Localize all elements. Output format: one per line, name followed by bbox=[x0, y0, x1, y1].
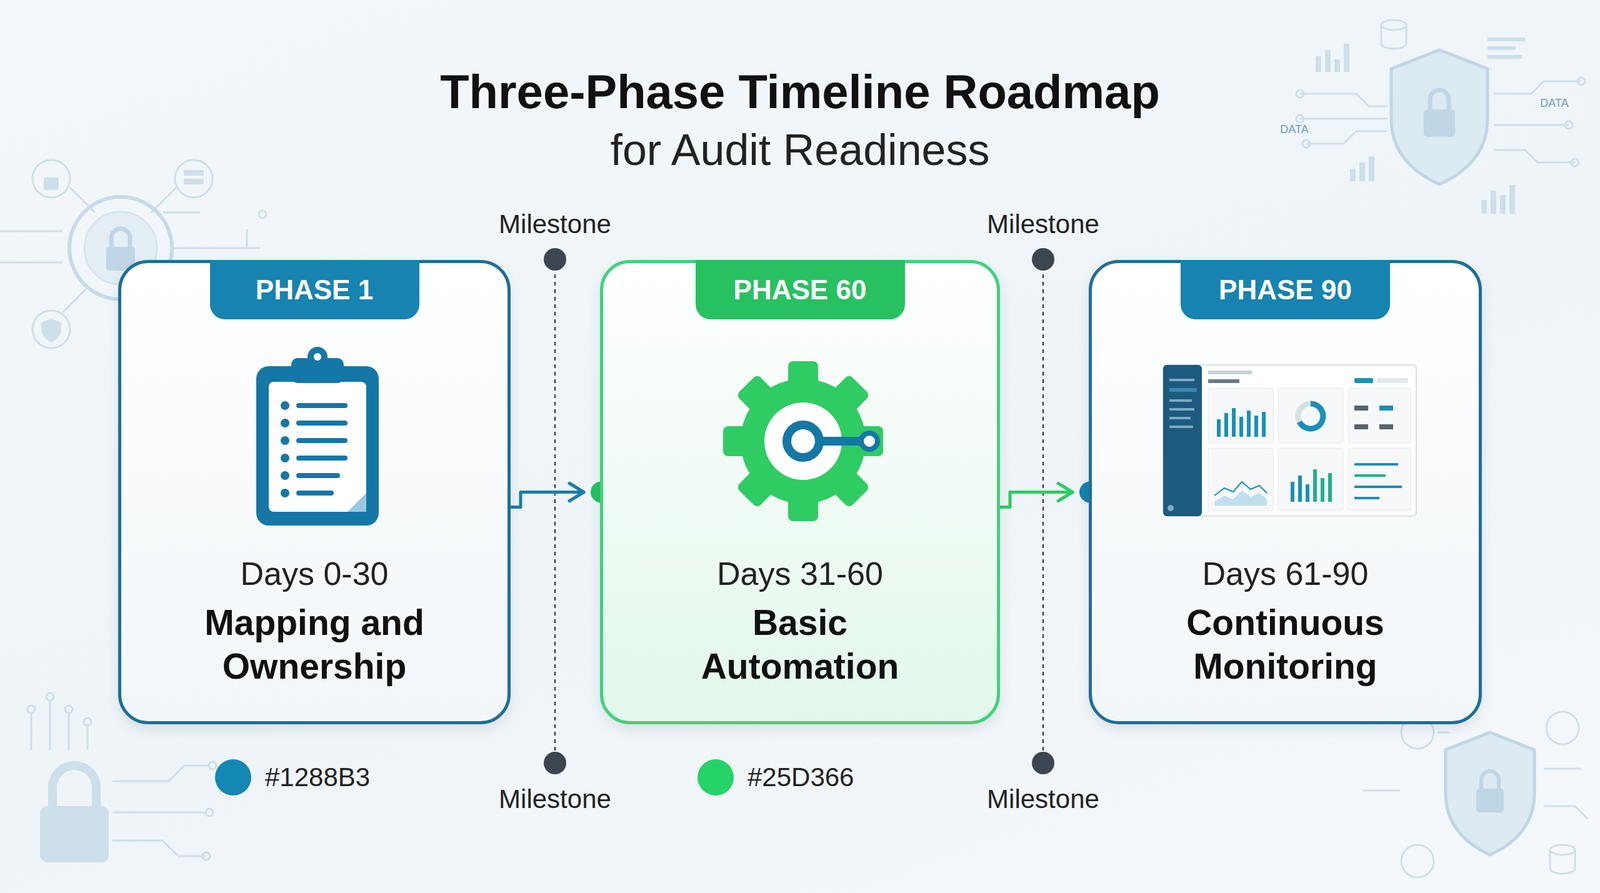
phase-name: Basic Automation bbox=[653, 600, 947, 689]
phase-card: PHASE 90 Days 61-90Continuous Monitoring bbox=[1088, 260, 1482, 725]
subtitle: for Audit Readiness bbox=[610, 125, 990, 175]
phase-card: PHASE 60 Days 31-60Basic Automation bbox=[600, 260, 1000, 725]
milestone-label: Milestone bbox=[986, 209, 1100, 240]
diagram-title: Three-Phase Timeline Roadmap bbox=[0, 64, 1600, 120]
legend-item: #1288B3 bbox=[215, 759, 370, 796]
watermark: DATA bbox=[1540, 96, 1569, 110]
flow-arrow bbox=[510, 492, 584, 508]
phase-card: PHASE 1 Days 0-30Mapping and Ownership bbox=[118, 260, 511, 725]
legend-swatch bbox=[697, 759, 734, 796]
day-range: Days 31-60 bbox=[716, 554, 884, 594]
milestone-label: Milestone bbox=[498, 209, 612, 240]
phase-name: Continuous Monitoring bbox=[1138, 600, 1433, 689]
legend-item: #25D366 bbox=[697, 759, 854, 796]
circuit-decor bbox=[0, 20, 1588, 878]
legend-text: #25D366 bbox=[747, 762, 854, 793]
phase-tab: PHASE 1 bbox=[210, 260, 420, 320]
day-range: Days 61-90 bbox=[1202, 554, 1369, 594]
milestone-label: Milestone bbox=[986, 784, 1100, 815]
milestone-marker bbox=[1031, 248, 1055, 775]
watermark: DATA bbox=[1280, 123, 1309, 137]
milestone-label: Milestone bbox=[498, 784, 612, 815]
phase-tab: PHASE 90 bbox=[1180, 260, 1390, 320]
legend-text: #1288B3 bbox=[265, 762, 370, 793]
flow-arrow bbox=[1000, 492, 1073, 508]
phase-name: Mapping and Ownership bbox=[167, 600, 462, 689]
day-range: Days 0-30 bbox=[240, 554, 389, 594]
legend-swatch bbox=[215, 759, 252, 796]
phase-tab: PHASE 60 bbox=[695, 260, 905, 320]
milestone-marker bbox=[543, 248, 567, 775]
